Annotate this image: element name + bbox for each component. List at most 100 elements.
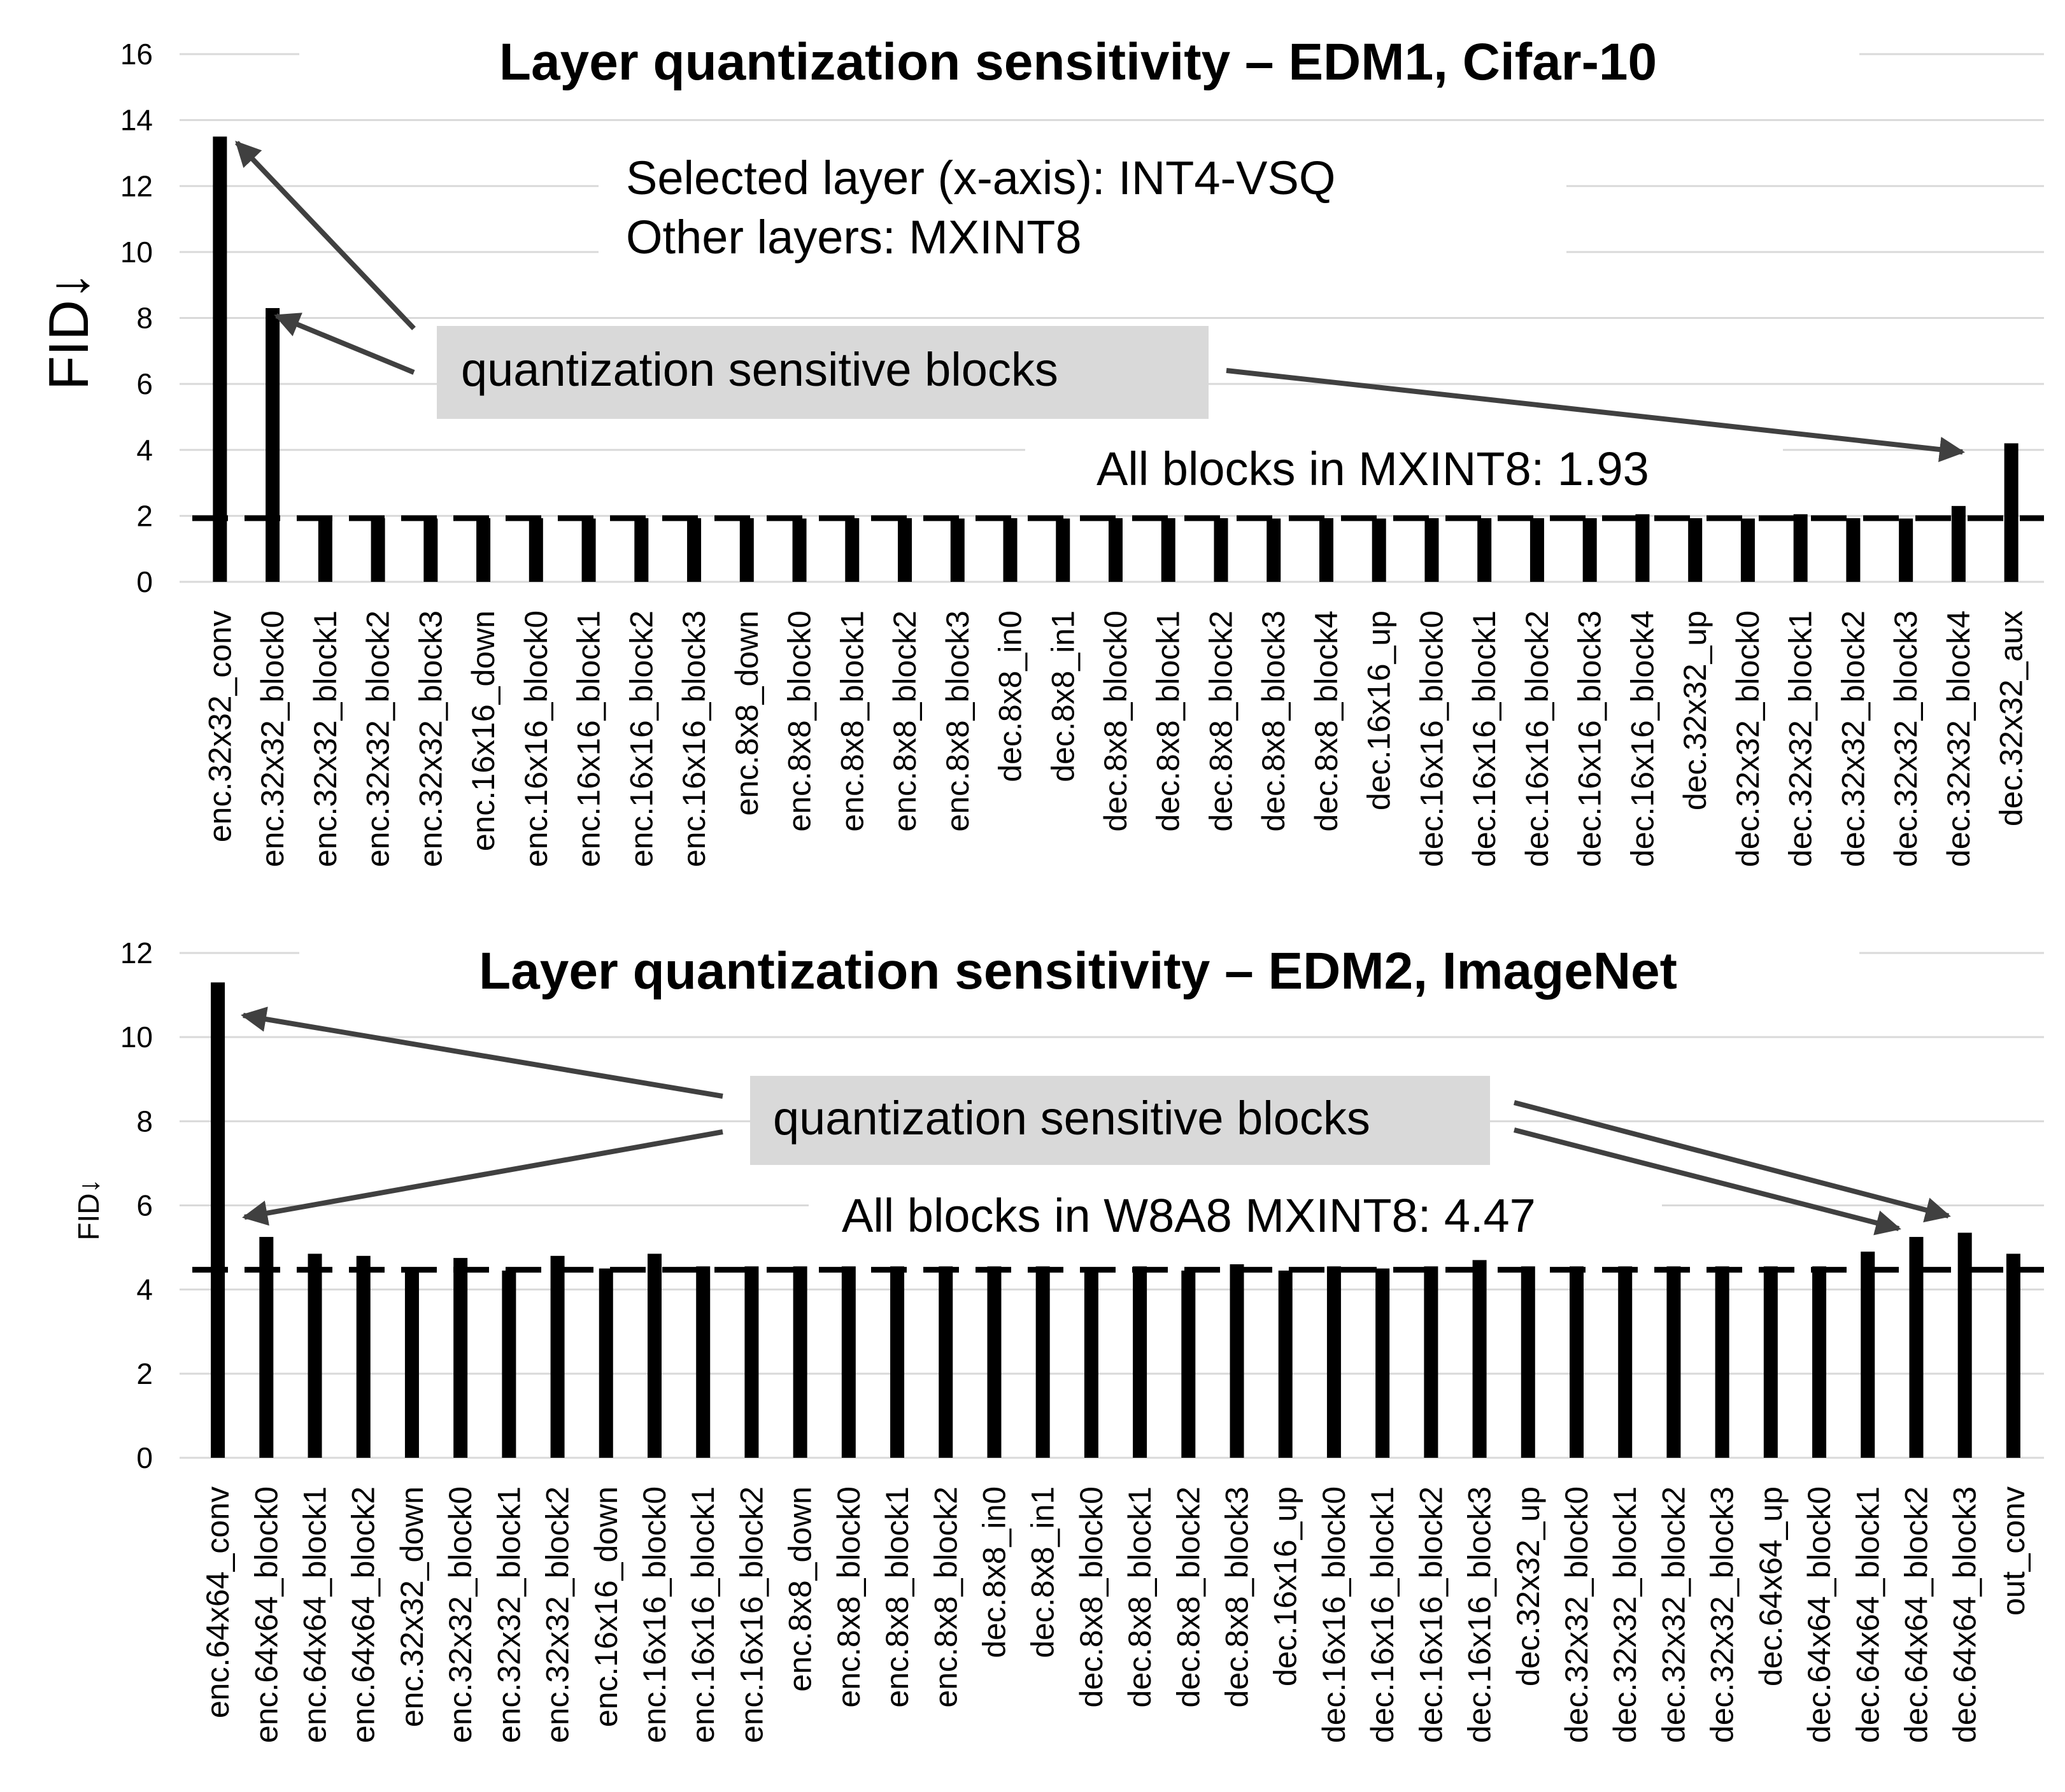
x-tick-label: dec.32x32_block3: [1888, 610, 1924, 867]
x-tick-label: dec.8x8_block1: [1122, 1486, 1158, 1707]
bar: [371, 518, 385, 582]
bar: [1666, 1266, 1681, 1458]
chart1-callout-box: [437, 326, 1209, 419]
bar: [1230, 1264, 1244, 1458]
bar: [1846, 518, 1861, 582]
bar: [1181, 1270, 1196, 1458]
bar: [213, 136, 227, 582]
chart1-notes-backdrop: [599, 140, 1566, 267]
bar: [581, 518, 596, 582]
bar: [2006, 1253, 2020, 1458]
x-tick-label: dec.16x16_block3: [1572, 610, 1608, 867]
y-tick-label: 6: [136, 1189, 153, 1222]
x-tick-label: enc.8x8_block2: [887, 610, 923, 831]
bar: [356, 1255, 371, 1458]
y-tick-label: 2: [136, 1357, 153, 1390]
y-tick-label: 10: [120, 236, 153, 269]
x-tick-label: dec.32x32_up: [1677, 610, 1713, 810]
bar: [502, 1270, 516, 1458]
chart2-arrow-to-conv: [241, 1006, 723, 1099]
chart2-callout-box: [750, 1076, 1490, 1165]
bar: [404, 1268, 419, 1458]
x-tick-label: dec.8x8_in0: [976, 1486, 1012, 1658]
bar: [1424, 1266, 1438, 1458]
x-tick-label: dec.16x16_up: [1268, 1486, 1303, 1686]
x-tick-label: enc.16x16_down: [588, 1486, 624, 1727]
x-tick-label: dec.8x8_in1: [1025, 1486, 1061, 1658]
chart2-baseline-label: All blocks in W8A8 MXINT8: 4.47: [842, 1189, 1536, 1242]
bar: [1570, 1266, 1584, 1458]
chart1-arrow-to-conv: [235, 141, 416, 330]
x-tick-label: out_conv: [1996, 1486, 2031, 1616]
bar: [476, 518, 491, 582]
x-tick-label: dec.32x32_block1: [1783, 610, 1819, 867]
x-tick-label: dec.8x8_in1: [1045, 610, 1081, 782]
x-tick-label: dec.32x32_block2: [1835, 610, 1871, 867]
x-tick-label: enc.8x8_block1: [879, 1486, 915, 1707]
x-tick-label: dec.8x8_block0: [1098, 610, 1133, 831]
chart2-title-backdrop: [299, 926, 1859, 1015]
bar: [1109, 518, 1123, 582]
bar: [266, 307, 280, 582]
x-tick-label: dec.16x16_block2: [1519, 610, 1555, 867]
y-tick-label: 0: [136, 1441, 153, 1474]
chart1-note-line2: Other layers: MXINT8: [626, 211, 1082, 264]
bar: [1618, 1266, 1633, 1458]
y-tick-label: 8: [136, 1104, 153, 1138]
x-tick-label: enc.16x16_block0: [637, 1486, 672, 1743]
bar: [744, 1266, 759, 1458]
bar: [792, 518, 807, 582]
y-tick-label: 12: [120, 936, 153, 970]
x-tick-label: dec.8x8_block0: [1074, 1486, 1109, 1707]
bar: [1688, 518, 1703, 582]
bar: [1899, 518, 1913, 582]
bar: [793, 1266, 807, 1458]
bar: [898, 518, 912, 582]
x-tick-label: enc.8x8_block0: [782, 610, 818, 831]
x-tick-label: dec.16x16_up: [1361, 610, 1397, 810]
y-tick-label: 14: [120, 104, 153, 137]
x-tick-label: enc.16x16_block2: [734, 1486, 769, 1743]
bar: [634, 518, 649, 582]
x-tick-label: enc.8x8_down: [783, 1486, 818, 1691]
x-tick-label: dec.64x64_block2: [1898, 1486, 1934, 1743]
x-tick-label: enc.16x16_block3: [676, 610, 712, 867]
chart2-arrow-to-block3: [1513, 1100, 1951, 1223]
bar: [739, 518, 754, 582]
x-tick-label: enc.8x8_block3: [940, 610, 976, 831]
bar: [845, 518, 860, 582]
chart1-bars: [213, 136, 2019, 582]
x-tick-label: enc.32x32_block0: [443, 1486, 478, 1743]
bar: [1326, 1266, 1341, 1458]
bar: [1635, 514, 1650, 582]
bar: [1793, 514, 1808, 582]
x-tick-label: enc.32x32_block3: [413, 610, 448, 867]
x-tick-label: enc.16x16_block0: [518, 610, 554, 867]
bar: [1740, 518, 1755, 582]
bar: [1951, 505, 1966, 582]
bar: [890, 1266, 905, 1458]
y-tick-label: 2: [136, 499, 153, 532]
x-tick-label: dec.32x32_block0: [1730, 610, 1766, 867]
y-tick-label: 6: [136, 367, 153, 400]
x-tick-label: dec.16x16_block2: [1413, 1486, 1449, 1743]
x-tick-label: enc.16x16_block2: [623, 610, 659, 867]
bar: [1133, 1266, 1147, 1458]
bar: [1375, 1268, 1390, 1458]
x-tick-label: dec.64x64_up: [1753, 1486, 1789, 1686]
y-tick-label: 0: [136, 565, 153, 598]
x-tick-label: dec.16x16_block4: [1624, 610, 1660, 867]
bar: [1278, 1270, 1293, 1458]
y-tick-label: 4: [136, 434, 153, 467]
bar: [648, 1253, 662, 1458]
chart2-arrow-to-block0: [242, 1129, 723, 1226]
x-tick-label: enc.32x32_block2: [540, 1486, 576, 1743]
bar: [1424, 518, 1439, 582]
bar: [939, 1266, 953, 1458]
bar: [1372, 518, 1386, 582]
chart1-y-axis-label: FID↓: [37, 272, 100, 390]
